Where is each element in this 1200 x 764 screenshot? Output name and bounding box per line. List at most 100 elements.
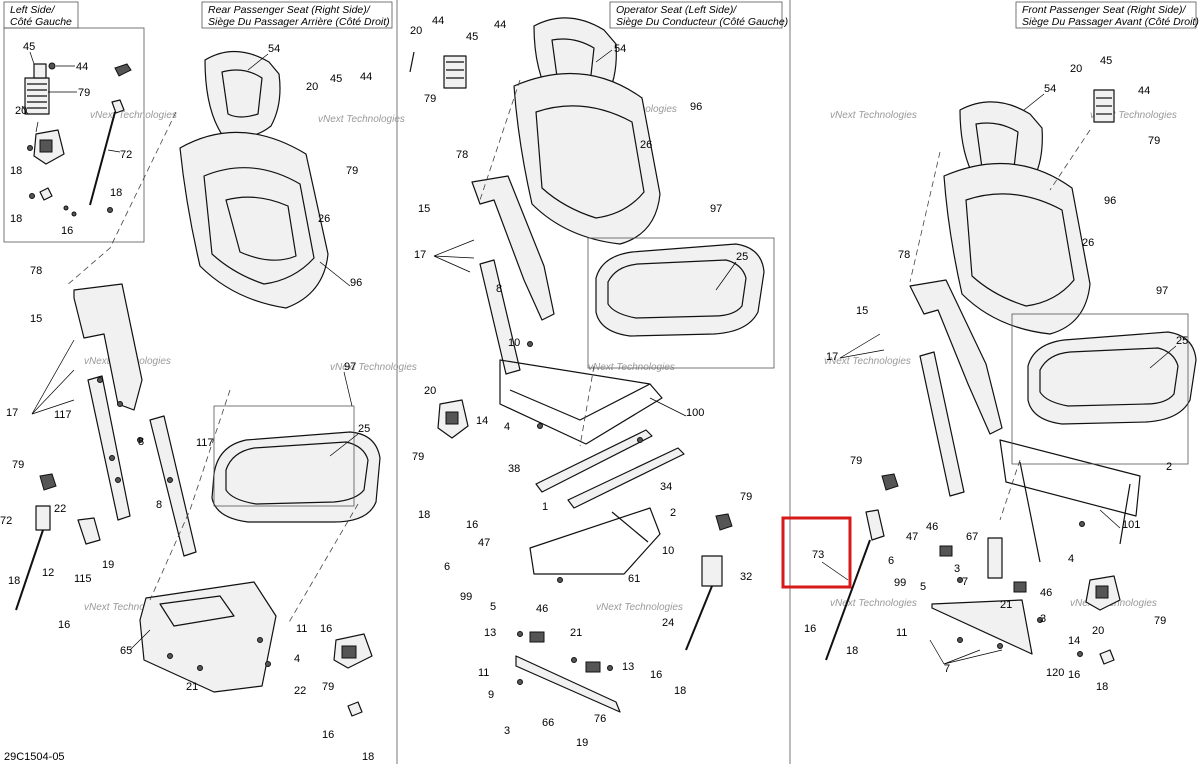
svg-text:7: 7	[962, 576, 968, 588]
svg-text:79: 79	[850, 455, 862, 467]
svg-text:96: 96	[1104, 195, 1116, 207]
rear-seat-title-1: Rear Passenger Seat (Right Side)/	[208, 4, 371, 16]
svg-text:18: 18	[110, 187, 122, 199]
svg-text:32: 32	[740, 571, 752, 583]
svg-text:6: 6	[888, 555, 894, 567]
svg-text:44: 44	[360, 71, 372, 83]
svg-text:21: 21	[186, 681, 198, 693]
watermark: vNext Technologies	[90, 110, 177, 121]
svg-text:72: 72	[120, 149, 132, 161]
svg-text:25: 25	[736, 251, 748, 263]
svg-text:61: 61	[628, 573, 640, 585]
left-side-inset-frame	[3, 27, 145, 243]
svg-text:10: 10	[508, 337, 520, 349]
rear-seat-title-2: Siège Du Passager Arrière (Côté Droit)	[208, 16, 390, 28]
svg-text:78: 78	[30, 265, 42, 277]
svg-text:79: 79	[740, 491, 752, 503]
svg-text:44: 44	[76, 61, 88, 73]
svg-text:11: 11	[478, 667, 489, 679]
svg-text:46: 46	[926, 521, 938, 533]
svg-text:96: 96	[350, 277, 362, 289]
svg-text:46: 46	[536, 603, 548, 615]
svg-text:22: 22	[54, 503, 66, 515]
svg-text:47: 47	[906, 531, 918, 543]
svg-text:14: 14	[476, 415, 488, 427]
svg-text:5: 5	[920, 581, 926, 593]
svg-text:16: 16	[322, 729, 334, 741]
svg-text:18: 18	[10, 165, 22, 177]
svg-text:16: 16	[1068, 669, 1080, 681]
svg-text:8: 8	[138, 436, 144, 448]
svg-text:18: 18	[8, 575, 20, 587]
svg-text:79: 79	[1154, 615, 1166, 627]
svg-text:9: 9	[488, 689, 494, 701]
watermark: vNext Technologies	[830, 110, 917, 121]
svg-text:11: 11	[896, 627, 907, 639]
svg-text:18: 18	[362, 751, 374, 763]
svg-text:120: 120	[1046, 667, 1064, 679]
svg-text:46: 46	[1040, 587, 1052, 599]
svg-text:18: 18	[674, 685, 686, 697]
left-side-title-box: Left Side/ Côté Gauche	[3, 1, 79, 29]
watermark: vNext Technologies	[588, 362, 675, 373]
svg-text:34: 34	[660, 481, 672, 493]
svg-text:97: 97	[344, 361, 356, 373]
left-side-title-1: Left Side/	[10, 4, 55, 16]
operator-seat-title-2: Siège Du Conducteur (Côté Gauche)	[616, 16, 788, 28]
svg-text:4: 4	[504, 421, 510, 433]
svg-text:19: 19	[102, 559, 114, 571]
svg-text:14: 14	[1068, 635, 1080, 647]
svg-text:18: 18	[418, 509, 430, 521]
svg-text:16: 16	[466, 519, 478, 531]
svg-text:8: 8	[496, 283, 502, 295]
svg-text:115: 115	[74, 573, 92, 585]
svg-text:15: 15	[30, 313, 42, 325]
svg-text:26: 26	[1082, 237, 1094, 249]
operator-seat-title-box: Operator Seat (Left Side)/ Siège Du Cond…	[609, 1, 788, 29]
svg-text:6: 6	[444, 561, 450, 573]
svg-text:21: 21	[1000, 599, 1012, 611]
svg-text:44: 44	[494, 19, 506, 31]
svg-text:79: 79	[412, 451, 424, 463]
svg-text:79: 79	[1148, 135, 1160, 147]
left-side-title-2: Côté Gauche	[10, 16, 72, 28]
svg-text:96: 96	[690, 101, 702, 113]
svg-text:18: 18	[1096, 681, 1108, 693]
svg-text:21: 21	[570, 627, 582, 639]
svg-text:101: 101	[1122, 519, 1140, 531]
svg-text:44: 44	[432, 15, 444, 27]
watermark: vNext Technologies	[84, 602, 171, 613]
svg-text:20: 20	[424, 385, 436, 397]
highlight-part-73[interactable]: 73	[781, 516, 852, 589]
svg-text:67: 67	[966, 531, 978, 543]
svg-text:16: 16	[804, 623, 816, 635]
svg-text:20: 20	[1070, 63, 1082, 75]
svg-text:25: 25	[358, 423, 370, 435]
svg-text:79: 79	[78, 87, 90, 99]
svg-text:78: 78	[898, 249, 910, 261]
svg-text:54: 54	[268, 43, 280, 55]
svg-text:44: 44	[1138, 85, 1150, 97]
watermark: vNext Technologies	[1090, 110, 1177, 121]
svg-text:20: 20	[1092, 625, 1104, 637]
svg-text:2: 2	[670, 507, 676, 519]
svg-text:5: 5	[490, 601, 496, 613]
svg-text:4: 4	[294, 653, 300, 665]
svg-text:20: 20	[410, 25, 422, 37]
svg-text:16: 16	[650, 669, 662, 681]
svg-text:79: 79	[424, 93, 436, 105]
watermark: vNext Technologies	[330, 362, 417, 373]
svg-text:79: 79	[12, 459, 24, 471]
svg-text:100: 100	[686, 407, 704, 419]
rear-seat-title-box: Rear Passenger Seat (Right Side)/ Siège …	[201, 1, 393, 29]
watermark: vNext Technologies	[596, 602, 683, 613]
front-seat-title-2: Siège Du Passager Avant (Côté Droit)	[1022, 16, 1199, 28]
operator-seat-title-1: Operator Seat (Left Side)/	[616, 4, 737, 16]
svg-text:10: 10	[662, 545, 674, 557]
svg-text:79: 79	[346, 165, 358, 177]
svg-text:17: 17	[6, 407, 18, 419]
svg-text:3: 3	[954, 563, 960, 575]
